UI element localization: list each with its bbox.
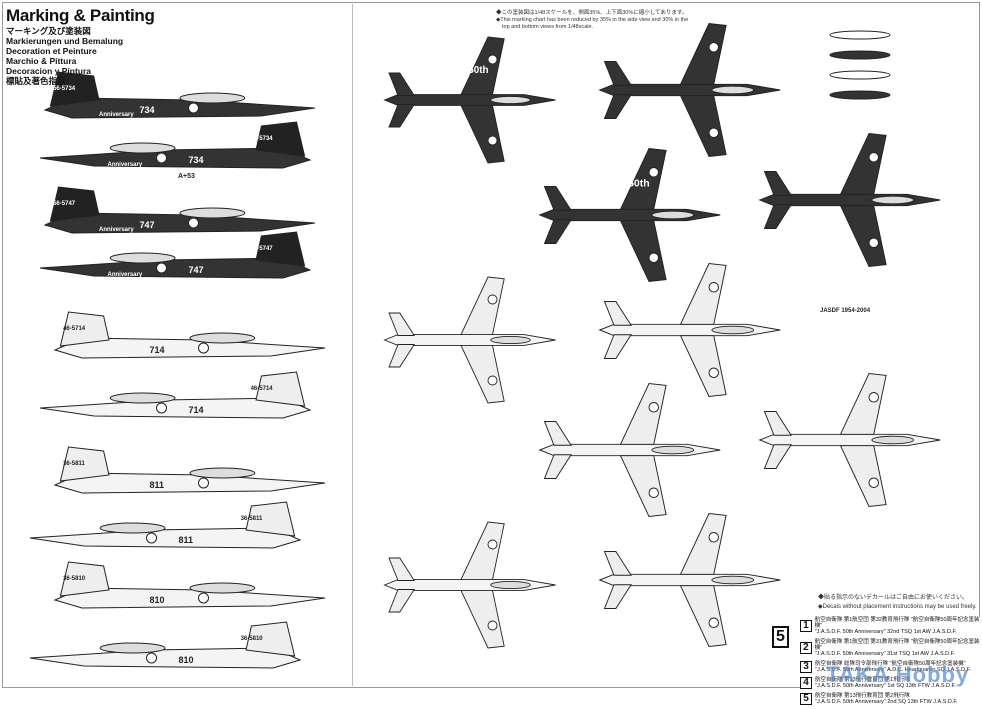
aircraft-code: 734: [140, 105, 155, 115]
aircraft-code: 811: [150, 480, 165, 490]
anniversary-marking: Anniversary: [99, 227, 134, 233]
side-view-aircraft: [53, 446, 326, 494]
aircraft-code: 810: [179, 655, 194, 665]
aircraft-code: 747: [189, 265, 204, 275]
watermark: TAKA Hobby: [826, 662, 970, 687]
aircraft-serial: 56-5747: [53, 201, 76, 207]
anniversary-marking: Anniversary: [99, 112, 134, 118]
subtitle-cn: 標貼及著色指示: [6, 76, 66, 86]
aircraft-serial: 46-5714: [251, 386, 274, 392]
scale-note-en2: top and bottom views from 1/48scale.: [502, 24, 594, 30]
side-view-aircraft: [29, 501, 302, 549]
plan-view-aircraft: [598, 22, 781, 158]
legend-jp: 航空自衛隊 第1航空団 第32教育飛行隊 "航空自衛隊50周年記念塗装機": [814, 617, 980, 629]
aircraft-serial: 36-5810: [63, 576, 86, 582]
scale-note-jp: ◆この塗装図は1/48スケールを、側面35%、上下面30%に縮小してあります。: [496, 10, 688, 16]
side-view-aircraft: [43, 71, 316, 119]
legend-number: 5: [800, 693, 812, 705]
side-view-aircraft: [53, 311, 326, 359]
legend-en: "J.A.S.D.F. 50th Anniversary" 2nd SQ 13t…: [815, 699, 958, 705]
aircraft-serial: 56-5734: [53, 86, 76, 92]
subtitle-fr: Decoration et Peinture: [6, 46, 97, 56]
plan-view-aircraft: [758, 132, 941, 268]
aircraft-code: 810: [150, 595, 165, 605]
plan-view-aircraft: [598, 262, 781, 398]
drop-tank: [829, 90, 891, 100]
legend-en: "J.A.S.D.F. 50th Anniversary" 31st TSQ 1…: [814, 651, 955, 657]
plan-view-aircraft: [758, 372, 941, 508]
aircraft-code: 747: [140, 220, 155, 230]
drop-tank: [829, 30, 891, 40]
drop-tank: [829, 50, 891, 60]
legend-en: "J.A.S.D.F. 50th Anniversary" 32nd TSQ 1…: [814, 629, 957, 635]
side-view-aircraft: [43, 186, 316, 234]
section-divider: [352, 4, 353, 686]
aircraft-serial: 56-5734: [251, 136, 274, 142]
plan-view-aircraft: [598, 512, 781, 648]
fifty-marking: 50th: [628, 179, 649, 190]
plan-view-aircraft: 50th: [383, 36, 556, 164]
aircraft-serial: 36-5810: [241, 636, 264, 642]
plan-view-aircraft: [538, 382, 721, 518]
side-view-aircraft: [39, 231, 312, 279]
aircraft-code: 714: [150, 345, 165, 355]
legend-number: 2: [800, 642, 812, 654]
page-title: Marking & Painting: [6, 6, 155, 25]
subtitle-it: Marchio & Pittura: [6, 56, 77, 66]
legend-en: "J.A.S.D.F. 50th Anniversary" A.D.C. Hea…: [815, 667, 971, 673]
side-view-aircraft: [39, 121, 312, 169]
side-callout: A+53: [178, 173, 195, 180]
legend-jp: 航空自衛隊 総隊司令部飛行隊 "航空自衛隊50周年記念塗装機": [815, 661, 966, 667]
plan-view-aircraft: 50th: [538, 147, 721, 283]
aircraft-serial: 46-5714: [63, 326, 86, 332]
plan-view-aircraft: [383, 521, 556, 649]
free-decals-note: ◆貼る指示のないデカールはご自由にお使いください。 ◆Decals withou…: [818, 594, 977, 612]
legend-number: 3: [800, 661, 812, 673]
aircraft-drawings: 73456-5734Anniversary73456-5734Anniversa…: [29, 22, 941, 669]
scale-note: ◆この塗装図は1/48スケールを、側面35%、上下面30%に縮小してあります。 …: [496, 10, 689, 31]
aircraft-serial: 56-5747: [251, 246, 274, 252]
anniversary-marking: Anniversary: [108, 272, 143, 278]
fifty-marking: 50th: [468, 65, 488, 76]
drop-tank: [829, 70, 891, 80]
aircraft-serial: 36-5811: [63, 461, 85, 467]
aircraft-code: 811: [179, 535, 194, 545]
side-view-aircraft: [53, 561, 326, 609]
subtitle-jp: マーキング及び塗装図: [6, 26, 91, 36]
legend-number: 4: [800, 677, 812, 689]
aircraft-code: 734: [189, 155, 204, 165]
scale-note-en: ◆This marking chart has been reduced by …: [496, 17, 689, 23]
free-decals-jp: ◆貼る指示のないデカールはご自由にお使いください。: [818, 595, 969, 601]
sheet-frame: [2, 2, 980, 688]
legend-en: "J.A.S.D.F. 50th Anniversary" 1st SQ 13t…: [815, 683, 956, 689]
aircraft-code: 714: [189, 405, 204, 415]
legend-number: 1: [800, 620, 812, 632]
version-5-label: 5: [772, 626, 789, 648]
subtitle-es: Decoracion y Pintura: [6, 66, 92, 76]
free-decals-en: ◆Decals without placement instructions m…: [818, 604, 977, 610]
tank-label: JASDF 1954-2004: [820, 308, 871, 314]
subtitles: マーキング及び塗装図 Markierungen und Bemalung Dec…: [6, 26, 123, 86]
legend-jp: 航空自衛隊 第13飛行教育団 第1飛行隊: [815, 677, 910, 683]
anniversary-marking: Anniversary: [108, 162, 143, 168]
legend-jp: 航空自衛隊 第1航空団 第31教育飛行隊 "航空自衛隊50周年記念塗装機": [814, 639, 980, 651]
side-view-aircraft: [29, 621, 302, 669]
plan-view-aircraft: [383, 276, 556, 404]
subtitle-de: Markierungen und Bemalung: [6, 36, 124, 46]
side-view-aircraft: [39, 371, 312, 419]
aircraft-serial: 36-5811: [241, 516, 263, 522]
